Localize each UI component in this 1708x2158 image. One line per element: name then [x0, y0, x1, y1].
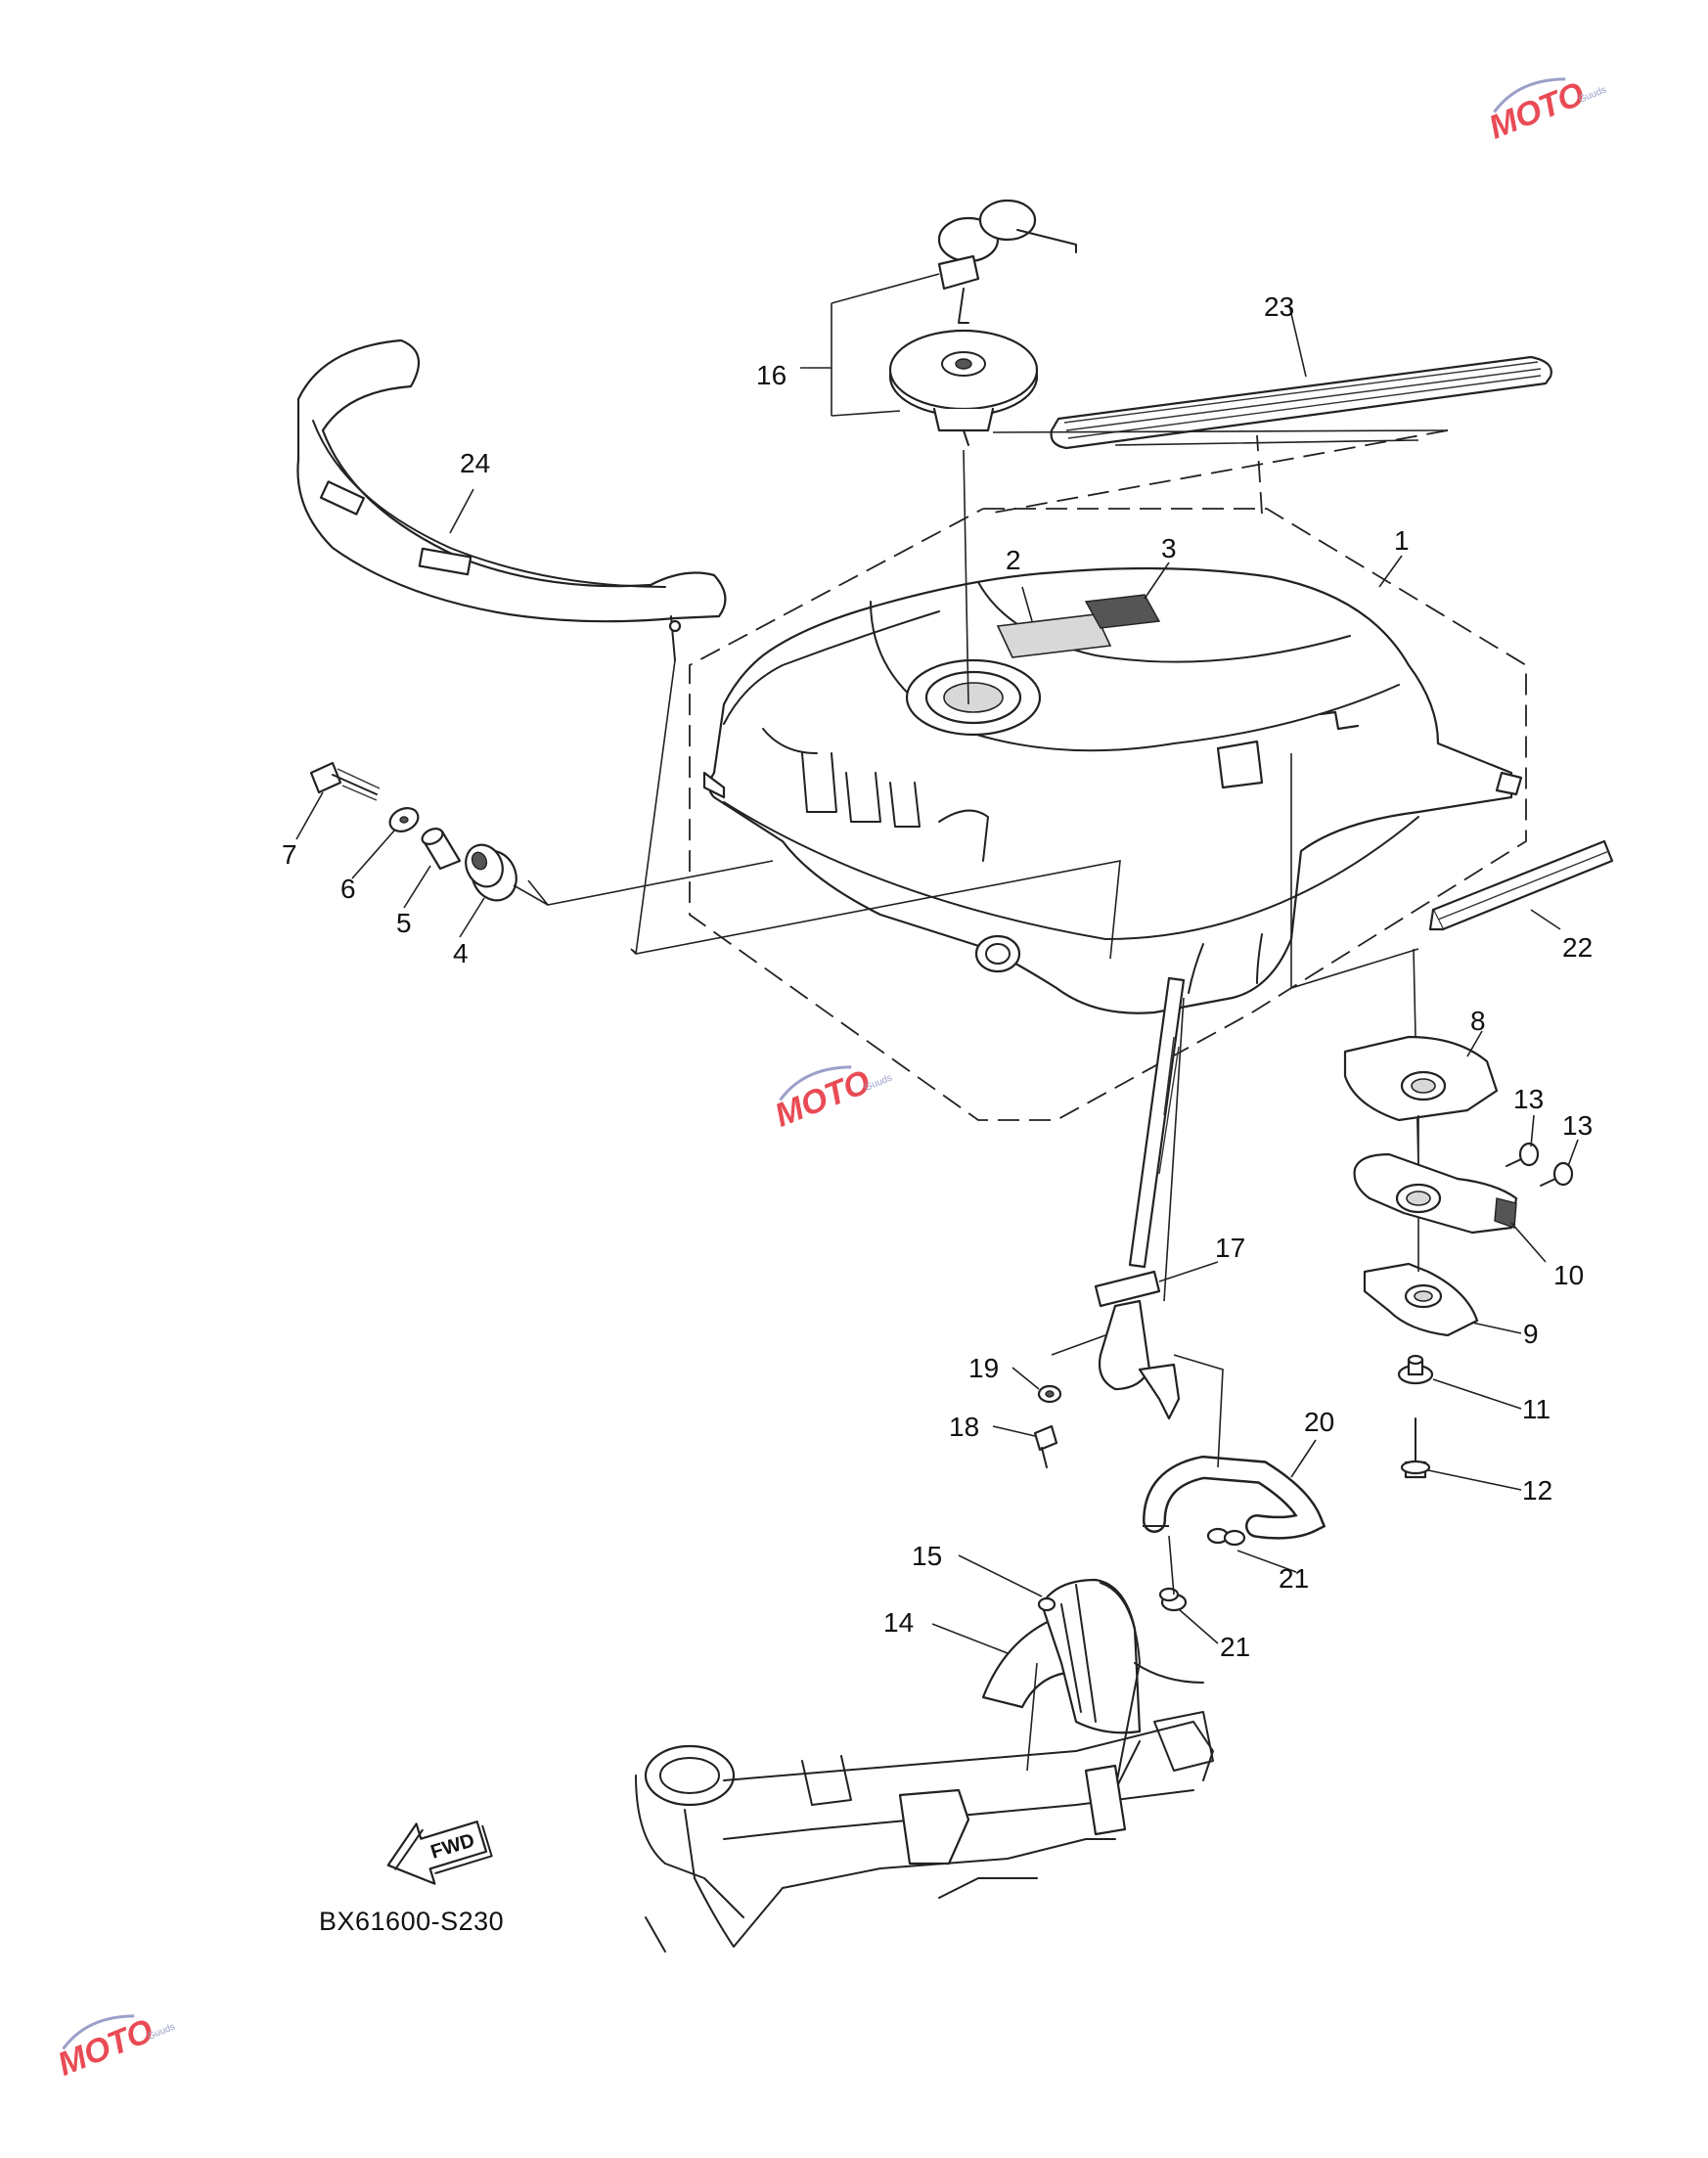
part-20-fuel-hose: [1143, 1455, 1326, 1540]
callout-19: 19: [968, 1353, 999, 1383]
callout-13-b: 13: [1562, 1110, 1593, 1141]
part-16-fuel-cap-assembly: [888, 199, 1077, 446]
callout-14: 14: [883, 1607, 914, 1638]
part-12-bolt: [1400, 1417, 1431, 1479]
part-7-bolt: [309, 761, 381, 801]
watermark-top-right: MOTO Guuds: [1484, 75, 1608, 147]
callout-15: 15: [912, 1541, 942, 1571]
callout-24: 24: [460, 448, 490, 478]
callout-18: 18: [949, 1412, 979, 1442]
part-8-damper: [1343, 1035, 1499, 1122]
watermark-center: MOTO Guuds: [770, 1063, 894, 1135]
callout-7: 7: [282, 839, 297, 870]
callout-12: 12: [1522, 1475, 1552, 1506]
watermark-sub: Guuds: [146, 2022, 176, 2043]
drawing-code: BX61600-S230: [319, 1907, 504, 1936]
callout-13-a: 13: [1513, 1084, 1544, 1114]
part-13-bolt-b: [1540, 1161, 1574, 1187]
callout-3: 3: [1161, 533, 1177, 563]
part-24-tank-side-trim: [296, 338, 727, 661]
callout-4: 4: [453, 938, 469, 968]
watermark-bottom-left: MOTO Guuds: [53, 2012, 177, 2084]
watermark-brand: MOTO: [53, 2012, 158, 2084]
tank-assembly-boundary: [689, 429, 1527, 1121]
callout-21-b: 21: [1220, 1632, 1250, 1662]
callout-1: 1: [1394, 525, 1410, 556]
callout-8: 8: [1470, 1006, 1486, 1036]
part-18-screw: [1033, 1424, 1058, 1468]
callout-23: 23: [1264, 292, 1294, 322]
part-15-damper-pad: [1037, 1578, 1142, 1791]
part-11-collar: [1397, 1354, 1434, 1385]
frame-sketch: [635, 1662, 1214, 1953]
fwd-arrow-icon: FWD: [386, 1821, 493, 1885]
callout-17: 17: [1215, 1233, 1245, 1263]
callout-5: 5: [396, 908, 412, 938]
part-9-damper: [1363, 1262, 1479, 1337]
part-17-fuel-cock: [1051, 976, 1186, 1420]
callout-labels: 1 2 3 4 5 6 7 8 9 10 11 12 13 13 14 15 1…: [282, 292, 1593, 1662]
part-21-hose-clip-a: [1206, 1527, 1246, 1547]
part-4-grommet: [465, 843, 549, 906]
callout-leaders: [295, 273, 1579, 1654]
watermark-brand: MOTO: [770, 1063, 876, 1135]
part-6-washer: [388, 807, 420, 832]
assembly-guide-lines: [527, 429, 1449, 1302]
callout-20: 20: [1304, 1407, 1334, 1437]
callout-2: 2: [1006, 545, 1021, 575]
watermark-sub: Guuds: [1577, 85, 1607, 106]
callout-16: 16: [756, 360, 787, 390]
part-13-bolt-a: [1506, 1142, 1540, 1167]
part-19-washer: [1037, 1384, 1062, 1404]
callout-21-a: 21: [1279, 1563, 1309, 1594]
callout-10: 10: [1553, 1260, 1584, 1290]
part-3-emblem: [1084, 594, 1161, 629]
part-1-fuel-tank: [702, 566, 1523, 1014]
part-10-bracket: [1353, 1152, 1518, 1235]
callout-22: 22: [1562, 932, 1593, 963]
part-2-caution-label: [996, 613, 1112, 658]
watermark-sub: Guuds: [863, 1073, 893, 1094]
watermark-brand: MOTO: [1484, 75, 1590, 147]
part-22-damper-strip: [1428, 839, 1614, 931]
part-23-weatherstrip: [1050, 355, 1552, 450]
callout-6: 6: [340, 874, 356, 904]
callout-9: 9: [1523, 1319, 1539, 1349]
callout-11: 11: [1522, 1394, 1551, 1424]
part-5-collar: [421, 828, 462, 871]
